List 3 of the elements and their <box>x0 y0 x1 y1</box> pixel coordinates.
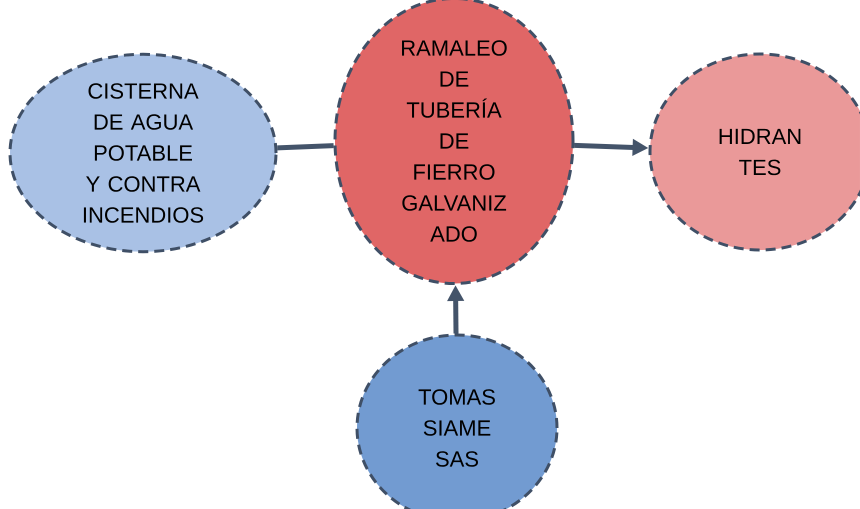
circle-node: TOMAS SIAME SAS <box>356 334 558 509</box>
circle-node: HIDRAN TES <box>648 52 860 252</box>
circle-node: CISTERNA DE AGUA POTABLE Y CONTRA INCENDIOS <box>8 52 278 254</box>
